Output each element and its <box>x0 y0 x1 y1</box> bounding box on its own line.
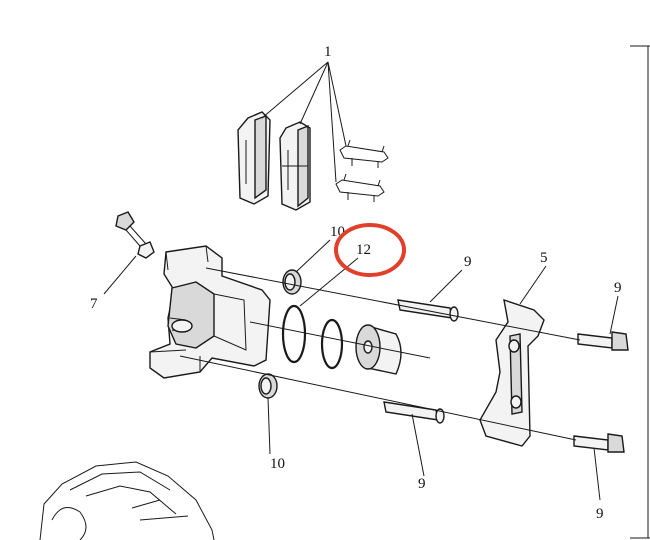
caliper-body <box>149 245 271 379</box>
callout-caliper-carrier: 5 <box>540 250 548 266</box>
brake-pad-outer <box>279 121 311 211</box>
brake-pad-inner <box>237 111 271 205</box>
highlight-circle-annotation <box>334 223 406 277</box>
callout-guide-pin-lower: 9 <box>418 476 426 492</box>
callout-guide-boot-lower: 10 <box>270 456 285 472</box>
piston-seal-outer <box>281 304 307 364</box>
callout-piston-seal: 12 <box>356 242 371 258</box>
pad-clip-lower <box>335 173 385 202</box>
caliper-piston <box>355 324 402 375</box>
guide-boot-lower <box>258 373 278 399</box>
leader-lines <box>103 61 619 501</box>
carrier-bolt-upper <box>577 331 629 351</box>
callout-carrier-bolt-lower: 9 <box>596 506 604 522</box>
page-border-bracket <box>630 45 650 539</box>
assembly-axis-lines <box>179 267 581 441</box>
pad-clip-upper <box>339 139 389 168</box>
piston-seal-inner <box>320 318 344 370</box>
callout-brake-pads: 1 <box>324 44 332 60</box>
callout-guide-pin-upper: 9 <box>464 254 472 270</box>
bleed-screw <box>115 211 155 259</box>
callout-bleed-screw: 7 <box>90 296 98 312</box>
callout-carrier-bolt-upper: 9 <box>614 280 622 296</box>
carrier-bolt-lower <box>573 433 625 453</box>
guide-pin-lower <box>383 401 445 424</box>
guide-pin-upper <box>397 299 459 322</box>
car-silhouette-illustration <box>39 461 215 540</box>
caliper-carrier-bracket <box>479 298 545 447</box>
guide-boot-upper <box>282 269 302 295</box>
